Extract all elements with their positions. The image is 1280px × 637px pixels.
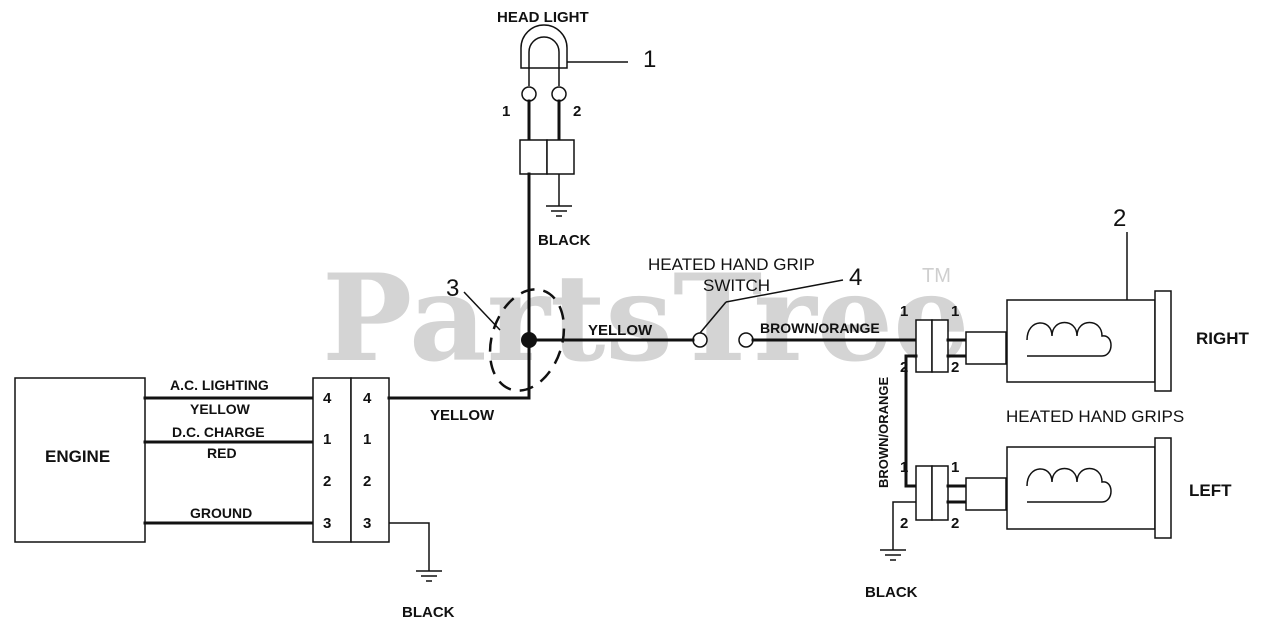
engine-box: [14, 377, 146, 543]
grip-ground-icon: [880, 549, 906, 561]
main-connector-right-pin-2: 2: [363, 473, 371, 490]
main-connector-left-pin-4: 4: [323, 390, 332, 407]
callout-4: 4: [849, 264, 862, 291]
right-connector-pin-1-in: 1: [900, 303, 908, 320]
switch-label-line1: HEATED HAND GRIP: [648, 255, 815, 274]
main-connector-left-pin-3: 3: [323, 515, 331, 532]
splice-highlight-dashed: [488, 288, 566, 392]
engine-ground-label: BLACK: [402, 604, 455, 621]
switch-blade: [699, 301, 727, 334]
label-ac-lighting: A.C. LIGHTING: [170, 377, 269, 393]
main-connector-right-pin-3: 3: [363, 515, 371, 532]
left-connector-pin-1-out: 1: [951, 459, 959, 476]
label-red: RED: [207, 445, 237, 461]
right-connector-pin-2-out: 2: [951, 359, 959, 376]
label-yellow-switch: YELLOW: [588, 322, 653, 339]
grip-ground-label: BLACK: [865, 584, 918, 601]
label-yellow-out: YELLOW: [430, 407, 495, 424]
left-grip-plug: [965, 477, 1007, 511]
left-grip-heater: [1006, 437, 1172, 539]
right-grip-plug: [965, 331, 1007, 365]
callout-1: 1: [643, 46, 656, 73]
headlight-pin-1: 1: [502, 103, 510, 120]
right-connector-pin-2-in: 2: [900, 359, 908, 376]
main-connector-left-pin-2: 2: [323, 473, 331, 490]
right-connector-pin-1-out: 1: [951, 303, 959, 320]
engine-label: ENGINE: [45, 447, 110, 466]
left-connector-pin-2-out: 2: [951, 515, 959, 532]
wire-brown-orange-vertical: [904, 354, 918, 488]
callout-4-leader: [725, 279, 844, 303]
switch-label-line2: SWITCH: [703, 276, 770, 295]
left-grip-connector: [915, 465, 949, 521]
label-ground: GROUND: [190, 505, 252, 521]
grips-title: HEATED HAND GRIPS: [1006, 407, 1184, 426]
grip-label-left: LEFT: [1189, 481, 1232, 500]
wire-grip-ground: [892, 501, 916, 550]
main-connector-right-pin-4: 4: [363, 390, 372, 407]
watermark: PartsTree: [322, 248, 969, 389]
headlight-title: HEAD LIGHT: [497, 9, 589, 26]
headlight-ground-icon: [546, 205, 572, 217]
label-brown-orange-v: BROWN/ORANGE: [876, 376, 891, 488]
right-grip-heater: [1006, 290, 1172, 392]
watermark-trademark: TM: [922, 265, 951, 287]
label-dc-charge: D.C. CHARGE: [172, 424, 265, 440]
left-connector-pin-1-in: 1: [900, 459, 908, 476]
label-yellow-engine: YELLOW: [190, 401, 251, 417]
headlight-pin-2: 2: [573, 103, 581, 120]
callout-3: 3: [446, 275, 459, 302]
main-connector-right-pin-1: 1: [363, 431, 371, 448]
wire-engine-ground: [389, 522, 430, 571]
left-connector-pin-2-in: 2: [900, 515, 908, 532]
callout-2: 2: [1113, 205, 1126, 232]
grip-label-right: RIGHT: [1196, 329, 1250, 348]
headlight-ground-label: BLACK: [538, 232, 591, 249]
callout-3-leader: [463, 291, 501, 331]
main-connector: [312, 377, 390, 543]
right-grip-connector: [915, 319, 949, 373]
label-brown-orange-h: BROWN/ORANGE: [760, 320, 880, 336]
engine-ground-icon: [416, 570, 442, 582]
headlight-bulb-icon: [520, 24, 568, 102]
main-connector-left-pin-1: 1: [323, 431, 331, 448]
headlight-connector: [519, 139, 575, 175]
